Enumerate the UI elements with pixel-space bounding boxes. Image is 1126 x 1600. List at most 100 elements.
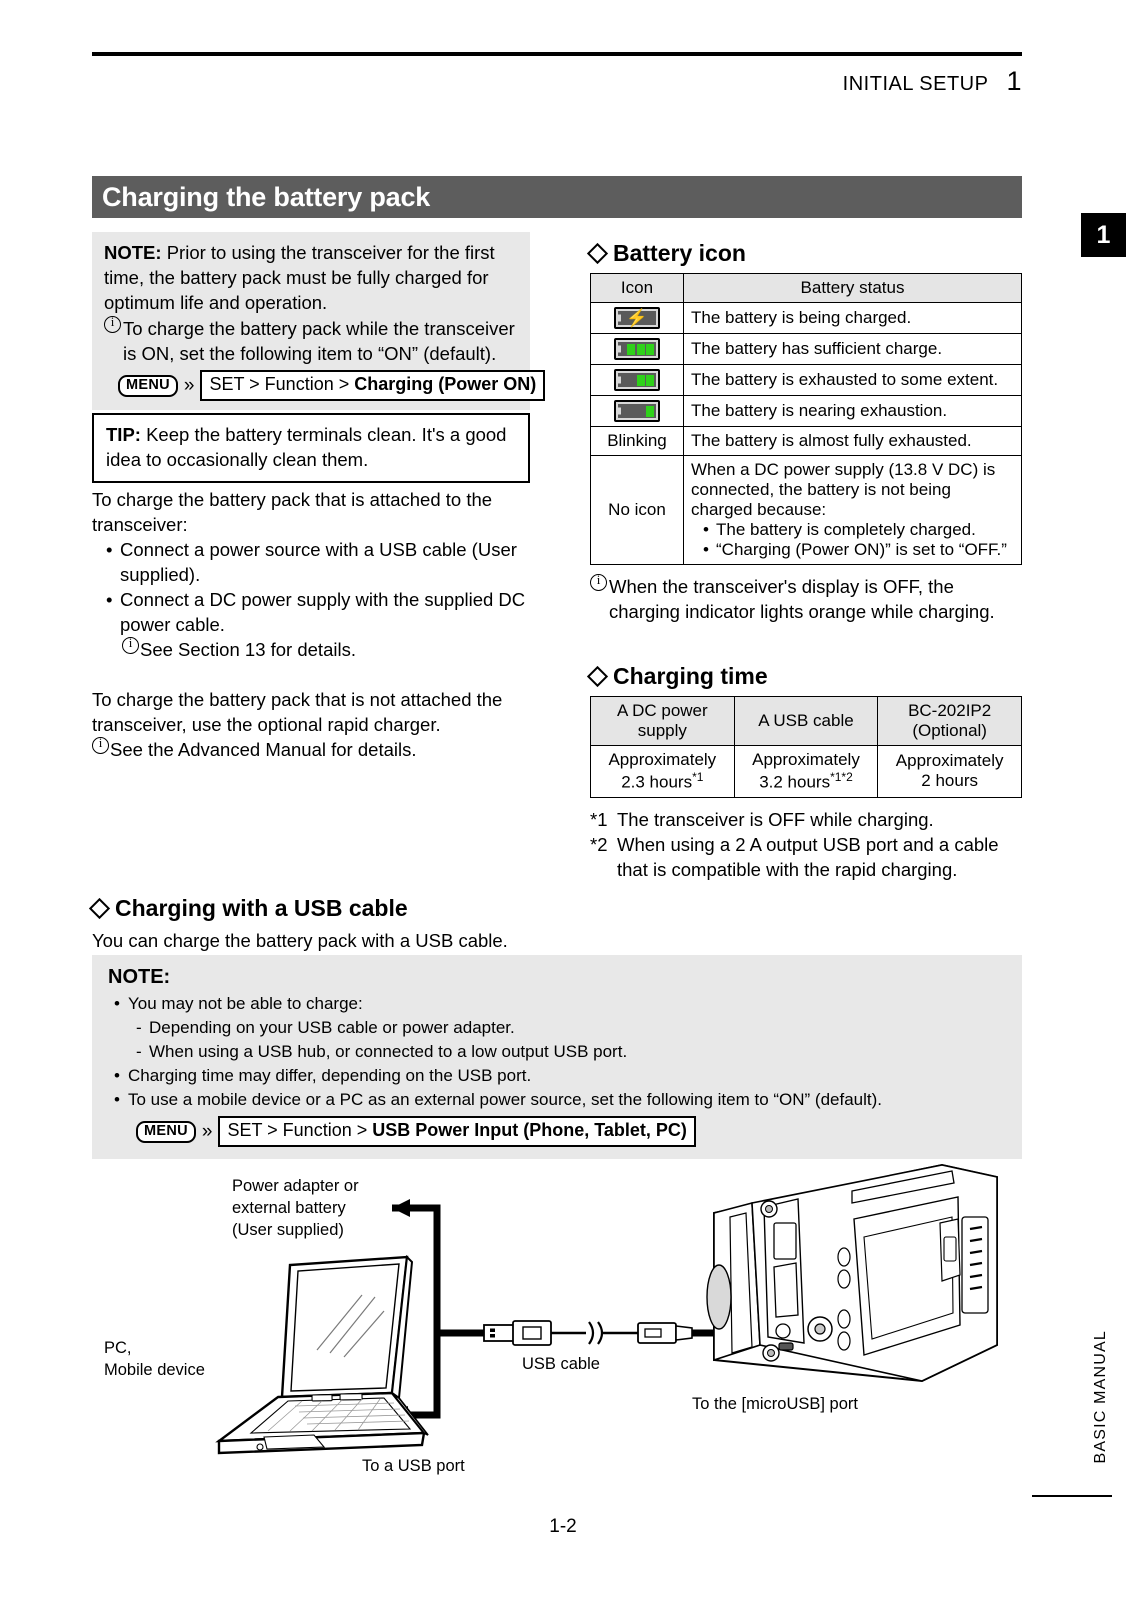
laptop-keyboard xyxy=(249,1393,412,1451)
usb-cable-illustration xyxy=(464,1320,762,1346)
no-icon-bullet-1-text: The battery is completely charged. xyxy=(716,520,976,539)
not-attached-intro: To charge the battery pack that is not a… xyxy=(92,689,503,735)
arrowhead-to-adapter-label xyxy=(392,1199,410,1217)
menu-path-box: SET > Function > Charging (Power ON) xyxy=(200,370,546,401)
battery-segment xyxy=(646,405,654,417)
no-icon-bullet-2: • “Charging (Power ON)” is set to “OFF.” xyxy=(703,540,1014,560)
note-label: NOTE: xyxy=(104,242,162,263)
battery-segment xyxy=(636,374,645,386)
table-row: The battery has sufficient charge. xyxy=(590,333,1022,365)
battery-charging-icon: ⚡ xyxy=(614,307,660,329)
battery-icon-cell-one xyxy=(590,395,684,427)
transceiver-illustration xyxy=(706,1163,998,1383)
battery-status-text: The battery has sufficient charge. xyxy=(683,333,1022,365)
no-icon-status-cell: When a DC power supply (13.8 V DC) is co… xyxy=(683,455,1022,565)
attached-bullet-2: • Connect a DC power supply with the sup… xyxy=(106,587,542,637)
table-row: Approximately 2.3 hours*1 Approximately … xyxy=(590,745,1022,798)
info-circle-icon xyxy=(92,735,109,754)
usb-note-sub-bullet-2-text: When using a USB hub, or connected to a … xyxy=(149,1042,628,1061)
col-header-usb-l1: A USB cable xyxy=(758,711,854,730)
usb-note-bullet-2-text: Charging time may differ, depending on t… xyxy=(128,1066,532,1085)
battery-icon-cell-two xyxy=(590,364,684,396)
menu-path-bold: Charging (Power ON) xyxy=(354,374,537,394)
spacer xyxy=(92,662,542,687)
value-line-2: 3.2 hours*1*2 xyxy=(742,770,871,793)
footnote-2-text: When using a 2 A output USB port and a c… xyxy=(617,833,999,880)
battery-segment xyxy=(646,343,654,355)
table-row: No icon When a DC power supply (13.8 V D… xyxy=(590,455,1022,565)
footnote-1: *1 The transceiver is OFF while charging… xyxy=(590,807,1022,832)
battery-icon-heading-text: Battery icon xyxy=(613,240,746,266)
charging-time-section: Charging time A DC power supply A USB ca… xyxy=(586,663,1022,882)
col-header-bc-l1: BC-202IP2 xyxy=(908,701,992,720)
chapter-tab: 1 xyxy=(1081,213,1126,257)
charging-time-value-dc: Approximately 2.3 hours*1 xyxy=(590,745,735,798)
bullet-dot: • xyxy=(114,1090,120,1109)
diagram-svg xyxy=(215,1163,998,1455)
not-attached-note: See the Advanced Manual for details. xyxy=(92,735,542,762)
note-info-item: To charge the battery pack while the tra… xyxy=(104,314,520,366)
col-header-usb: A USB cable xyxy=(733,696,879,746)
charging-time-heading: Charging time xyxy=(586,663,1022,690)
battery-status-text: The battery is exhausted to some extent. xyxy=(683,364,1022,396)
header-section-label: INITIAL SETUP 1 xyxy=(843,66,1022,97)
battery-icon-cell-no-icon: No icon xyxy=(590,455,684,565)
charging-time-value-bc: Approximately 2 hours xyxy=(877,745,1022,798)
usb-note-box: NOTE: • You may not be able to charge: -… xyxy=(92,955,1022,1159)
label-pc-mobile: PC, Mobile device xyxy=(104,1339,205,1379)
battery-segment xyxy=(636,343,645,355)
note-text: Prior to using the transceiver for the f… xyxy=(104,242,495,313)
col-header-dc-l2: supply xyxy=(637,721,687,740)
charging-time-table: A DC power supply A USB cable BC-202IP2 … xyxy=(590,696,1022,798)
value-footnote-mark: *1*2 xyxy=(830,770,853,784)
bullet-dot: • xyxy=(703,540,709,559)
info-circle-icon xyxy=(104,314,121,333)
laptop-screen-glare xyxy=(316,1294,385,1358)
usb-note-sub-bullet-1: - Depending on your USB cable or power a… xyxy=(136,1016,1008,1040)
battery-body xyxy=(616,340,658,358)
charging-time-footnotes: *1 The transceiver is OFF while charging… xyxy=(590,807,1022,882)
charging-time-value-usb: Approximately 3.2 hours*1*2 xyxy=(733,745,879,798)
menu-path-usb-power: MENU » SET > Function > USB Power Input … xyxy=(136,1116,1008,1147)
battery-body: ⚡ xyxy=(616,309,658,327)
attached-bullet-1: • Connect a power source with a USB cabl… xyxy=(106,537,542,587)
usb-note-bullet-2: • Charging time may differ, depending on… xyxy=(114,1064,1008,1088)
value-line-2: 2 hours xyxy=(885,771,1014,791)
battery-status-text: The battery is nearing exhaustion. xyxy=(683,395,1022,427)
attached-bullet-2-note-text: See Section 13 for details. xyxy=(140,639,356,660)
info-circle-icon xyxy=(122,635,139,654)
table-header-row: Icon Battery status xyxy=(590,273,1022,303)
label-micro-usb-port: To the [microUSB] port xyxy=(692,1395,858,1413)
footnote-1-text: The transceiver is OFF while charging. xyxy=(617,808,934,830)
col-header-dc-l1: A DC power xyxy=(616,701,708,720)
menu-path-box: SET > Function > USB Power Input (Phone,… xyxy=(218,1116,696,1147)
charging-indicator-note-text: When the transceiver's display is OFF, t… xyxy=(609,576,995,622)
menu-badge[interactable]: MENU xyxy=(136,1120,196,1143)
note-box-prior-use: NOTE: Prior to using the transceiver for… xyxy=(92,232,546,410)
lightning-bolt-icon: ⚡ xyxy=(626,308,648,328)
table-row: The battery is nearing exhaustion. xyxy=(590,395,1022,427)
menu-badge[interactable]: MENU xyxy=(118,374,178,397)
battery-body xyxy=(616,402,658,420)
battery-segment xyxy=(646,374,654,386)
usb-note-bullet-3-text: To use a mobile device or a PC as an ext… xyxy=(128,1090,883,1109)
charging-time-heading-text: Charging time xyxy=(613,663,768,689)
usb-note-bullet-1-text: You may not be able to charge: xyxy=(128,994,363,1013)
label-usb-cable: USB cable xyxy=(522,1355,600,1373)
no-icon-text: When a DC power supply (13.8 V DC) is co… xyxy=(691,460,996,519)
table-row: The battery is exhausted to some extent. xyxy=(590,364,1022,396)
chevron-right-icon: » xyxy=(201,1120,213,1142)
attached-bullet-1-text: Connect a power source with a USB cable … xyxy=(120,539,517,585)
note-paragraph: NOTE: Prior to using the transceiver for… xyxy=(104,240,520,315)
chapter-tab-number: 1 xyxy=(1096,220,1111,249)
col-header-status: Battery status xyxy=(683,273,1022,303)
usb-note-sub-bullet-1-text: Depending on your USB cable or power ada… xyxy=(149,1018,515,1037)
battery-level-icon-3 xyxy=(614,338,660,360)
value-line-2: 2.3 hours*1 xyxy=(598,770,727,793)
menu-path-charging: MENU » SET > Function > Charging (Power … xyxy=(118,370,546,401)
tip-label: TIP: xyxy=(106,424,141,445)
table-row: ⚡ The battery is being charged. xyxy=(590,302,1022,334)
col-header-icon: Icon xyxy=(590,273,684,303)
charging-indicator-note: When the transceiver's display is OFF, t… xyxy=(590,572,1022,624)
